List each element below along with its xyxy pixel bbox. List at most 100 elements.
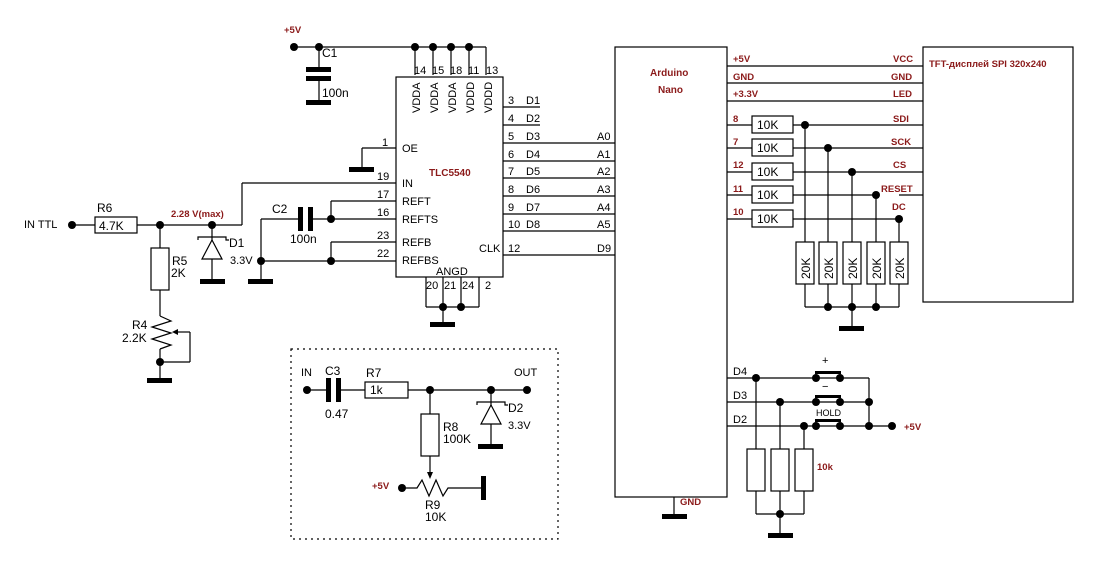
- ground-icon: [147, 378, 172, 383]
- svg-text:10K: 10K: [757, 212, 778, 226]
- adc-left-pins: 1 OE 19 IN 17 REFT 16 REFTS 23 REFB 22 R…: [242, 137, 439, 267]
- pin-num: 8: [508, 184, 514, 196]
- zener-diode-d1: [197, 225, 229, 284]
- c2-name: C2: [272, 202, 288, 216]
- svg-text:GND: GND: [891, 72, 912, 83]
- voltage-note: 2.28 V(max): [171, 209, 224, 220]
- pot-vcc-label: +5V: [372, 481, 390, 492]
- arduino-label-2: Nano: [658, 85, 683, 96]
- adc-chip-name: TLC5540: [429, 168, 471, 179]
- pin-name: D4: [526, 149, 540, 161]
- adc-right-pins: 3 D1 4 D2 5 D3 A0 6 D4 A1 7 D5 A2 8 D6 A…: [479, 95, 615, 256]
- capacitor-c1: [306, 47, 331, 105]
- r4-name: R4: [132, 318, 148, 332]
- c2-value: 100n: [290, 232, 317, 246]
- r6-name: R6: [97, 201, 113, 215]
- pin-num: 24: [462, 280, 474, 292]
- svg-text:8: 8: [733, 114, 738, 125]
- pin-name: VDDD: [465, 82, 477, 113]
- svg-text:7: 7: [733, 137, 738, 148]
- ground-icon: [248, 279, 273, 284]
- pin-num: 5: [508, 131, 514, 143]
- adc-angd-label: ANGD: [436, 266, 468, 278]
- zener-diode-d2: [476, 390, 508, 449]
- ground-icon: [200, 279, 225, 284]
- d1-name: D1: [229, 236, 245, 250]
- input-label: IN TTL: [24, 219, 57, 231]
- button-hold-label: HOLD: [816, 408, 842, 418]
- svg-text:20K: 20K: [799, 258, 813, 279]
- svg-text:GND: GND: [733, 72, 754, 83]
- net-label: A1: [597, 149, 610, 161]
- r9-name: R9: [425, 498, 441, 512]
- svg-text:10K: 10K: [757, 118, 778, 132]
- svg-text:20K: 20K: [822, 258, 836, 279]
- pin-name: REFTS: [402, 214, 438, 226]
- pin-num: 19: [377, 171, 389, 183]
- svg-text:11: 11: [733, 184, 744, 195]
- pin-num: 10: [508, 219, 520, 231]
- c3-value: 0.47: [325, 407, 349, 421]
- aux-circuit-frame: [290, 348, 559, 540]
- arduino-gnd-label: GND: [680, 497, 701, 508]
- resistor-10k: [746, 448, 766, 492]
- adc-chip-body: [395, 76, 504, 278]
- r8-value: 100K: [443, 432, 471, 446]
- r8-name: R8: [443, 420, 459, 434]
- resistor-r5: [150, 247, 170, 291]
- button-minus-label: −: [822, 381, 828, 393]
- aux-out-label: OUT: [514, 367, 538, 379]
- pulldown-resistors-20k: 20K 20K 20K 20K 20K: [795, 125, 909, 331]
- pin-num: 21: [444, 280, 456, 292]
- button-hold[interactable]: HOLD: [812, 408, 844, 430]
- svg-text:D2: D2: [733, 414, 747, 426]
- pin-num: 6: [508, 149, 514, 161]
- pin-num: 15: [432, 65, 444, 77]
- pin-name: D6: [526, 184, 540, 196]
- display-power-rows: +5V VCC GND GND +3.3V LED: [727, 54, 923, 102]
- tft-display-body: [922, 46, 1074, 303]
- d2-value: 3.3V: [508, 420, 531, 432]
- ground-icon: [481, 476, 486, 500]
- ground-icon: [478, 444, 503, 449]
- arduino-label-1: Arduino: [650, 68, 688, 79]
- net-label: A4: [597, 202, 610, 214]
- pin-num: 2: [485, 280, 491, 292]
- pin-name: D7: [526, 202, 540, 214]
- d1-value: 3.3V: [230, 255, 253, 267]
- pin-name: OE: [402, 143, 418, 155]
- ground-icon: [430, 322, 455, 327]
- r6-value: 4.7K: [99, 219, 124, 233]
- buttons-vcc-label: +5V: [904, 422, 922, 433]
- svg-text:12: 12: [733, 160, 744, 171]
- svg-text:D4: D4: [733, 366, 747, 378]
- pin-num: 23: [377, 230, 389, 242]
- button-plus[interactable]: +: [812, 355, 844, 382]
- button-plus-label: +: [822, 355, 828, 367]
- svg-text:D3: D3: [733, 390, 747, 402]
- potentiometer-r4: [150, 315, 173, 350]
- pin-num: 7: [508, 166, 514, 178]
- pin-num: 3: [508, 95, 514, 107]
- resistor-10k: [770, 448, 790, 492]
- pin-name: CLK: [479, 243, 501, 255]
- pin-name: VDDA: [447, 82, 459, 113]
- pin-name: REFB: [402, 237, 431, 249]
- pin-name: D8: [526, 219, 540, 231]
- r7-name: R7: [366, 366, 382, 380]
- svg-text:SDI: SDI: [893, 114, 909, 125]
- pin-num: 13: [486, 65, 498, 77]
- r4-value: 2.2K: [122, 331, 147, 345]
- capacitor-c3: [326, 378, 331, 402]
- button-pulldown-resistors: 10k: [746, 378, 834, 538]
- arduino-nano-body: [614, 46, 728, 498]
- pin-num: 22: [377, 248, 389, 260]
- pin-num: 1: [382, 137, 388, 149]
- svg-text:10: 10: [733, 207, 744, 218]
- r9-value: 10K: [425, 510, 446, 524]
- button-minus[interactable]: −: [812, 381, 844, 406]
- resistor-r8: [420, 413, 440, 457]
- c1-name: C1: [322, 46, 338, 60]
- button-section: D4 D3 D2 +5V: [727, 366, 922, 433]
